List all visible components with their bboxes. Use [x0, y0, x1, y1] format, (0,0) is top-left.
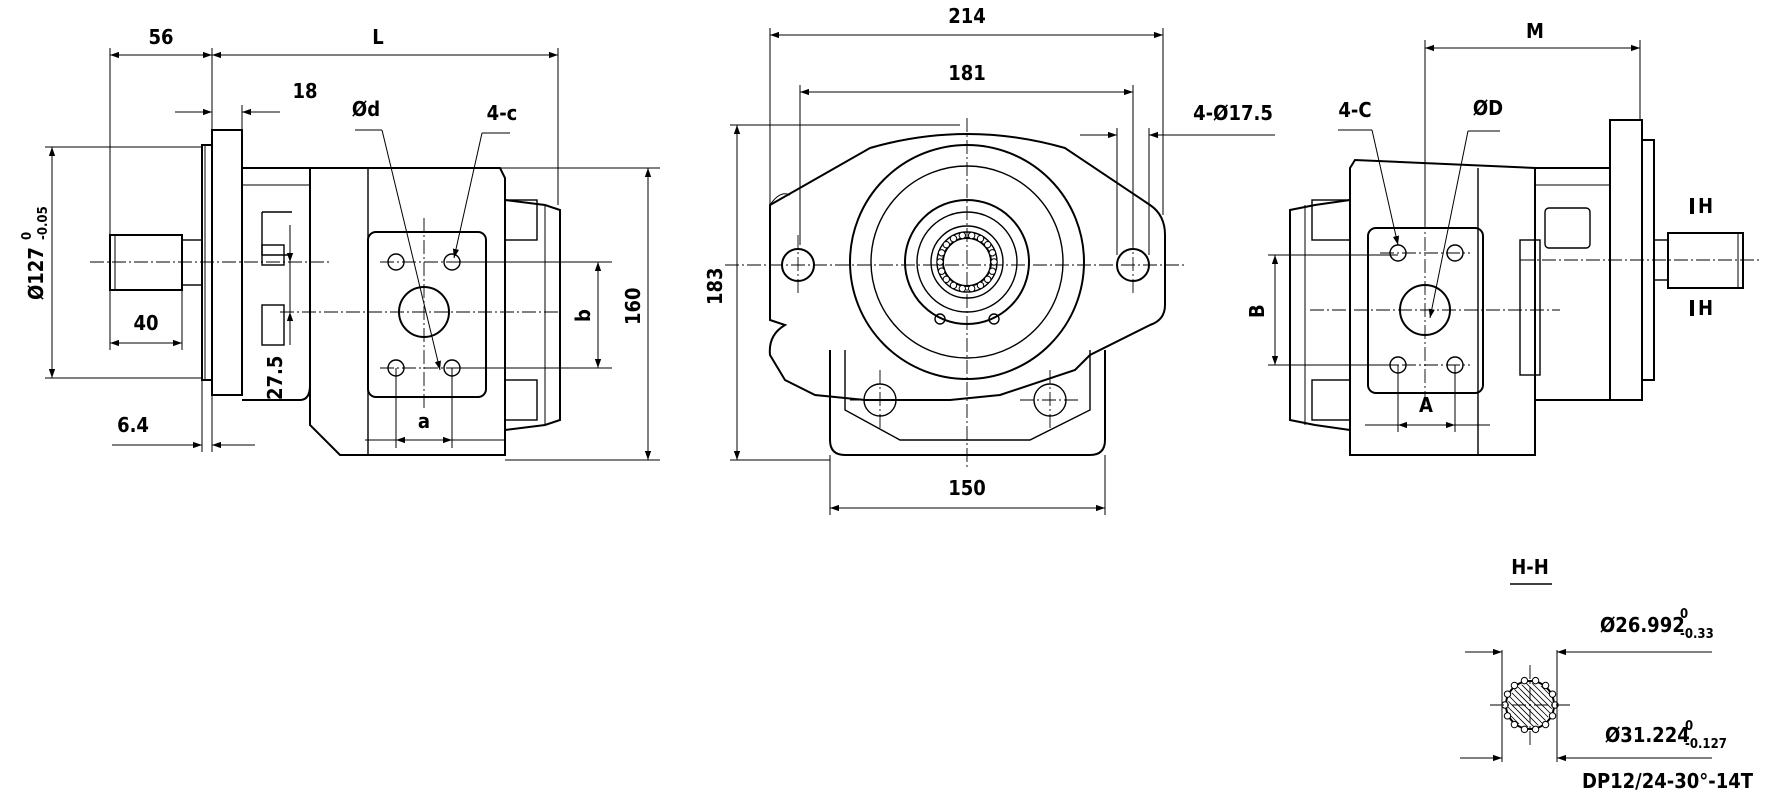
spline-tooth [983, 275, 992, 284]
dim-181: 181 [948, 61, 986, 85]
svg-text:0: 0 [20, 232, 35, 240]
spline-tooth [990, 258, 998, 266]
spline-tooth [1548, 690, 1557, 698]
spline-tooth [976, 234, 985, 243]
spline-tooth [988, 267, 997, 275]
section-spline-teeth [1501, 676, 1559, 734]
spline-tooth [1520, 725, 1529, 734]
dim-40: 40 [133, 311, 158, 335]
hatch-line [1521, 684, 1551, 714]
hatch-line [1517, 686, 1549, 718]
dim-6-4: 6.4 [117, 413, 149, 437]
dim-L: L [372, 25, 383, 49]
dim-B: B [1245, 304, 1269, 318]
hatch-line [1508, 701, 1534, 727]
hatch-line [1511, 692, 1543, 724]
dim-holes-17-5: 4-Ø17.5 [1193, 101, 1273, 125]
dim-major-dia: Ø26.992 0 -0.33 [1600, 607, 1714, 642]
front-spline-teeth [936, 231, 998, 293]
dim-27-5: 27.5 [263, 356, 287, 400]
spline-tooth [1510, 681, 1519, 690]
spline-tooth [1520, 676, 1529, 685]
label-port-D: ØD [1473, 96, 1503, 120]
spline-tooth [1503, 712, 1512, 720]
spline-tooth [937, 267, 946, 275]
hatch-line [1526, 683, 1552, 709]
spline-tooth [949, 234, 958, 243]
dim-minor-dia: Ø31.224 0 -0.127 [1605, 719, 1727, 752]
hatch-line [1507, 706, 1529, 728]
hatch-line [1510, 715, 1520, 725]
spline-tooth [937, 249, 946, 257]
svg-text:Ø26.992: Ø26.992 [1600, 613, 1685, 637]
spline-tooth [958, 231, 967, 240]
label-port-dia: Ød [352, 97, 380, 121]
dim-160: 160 [621, 287, 645, 325]
svg-text:-0.127: -0.127 [1685, 737, 1727, 752]
spline-tooth [1531, 676, 1540, 685]
dim-A: A [1419, 393, 1433, 417]
hatch-line [1531, 682, 1553, 704]
left-side-view: 56 L 18 Ø127 0 -0.05 40 6.4 27.5 [20, 25, 660, 461]
spline-tooth [942, 275, 951, 284]
spline-tooth [983, 240, 992, 249]
dim-b: b [571, 309, 595, 322]
dim-56: 56 [148, 25, 173, 49]
dim-183: 183 [703, 267, 727, 305]
spline-tooth [1541, 720, 1550, 729]
section-h-h: H-H Ø26.992 0 -0.33 Ø31.224 0 -0.127 DP1… [1460, 555, 1754, 793]
section-title: H-H [1511, 555, 1549, 579]
section-mark-top: H [1698, 194, 1713, 218]
svg-text:0: 0 [1685, 719, 1693, 734]
spline-tooth [936, 258, 944, 266]
spline-spec: DP12/24-30°-14T [1582, 769, 1754, 793]
dim-18: 18 [292, 79, 317, 103]
hatch-line [1540, 685, 1550, 695]
spline-tooth [1503, 690, 1512, 698]
right-side-view: M B A 4-C ØD H H [1245, 19, 1760, 456]
spline-tooth [1548, 712, 1557, 720]
spline-tooth [1541, 681, 1550, 690]
spline-tooth [967, 284, 976, 293]
spline-tooth [967, 231, 976, 240]
spline-tooth [949, 281, 958, 290]
spline-tooth [988, 249, 997, 257]
label-bolts-c: 4-c [487, 101, 518, 125]
svg-text:-0.05: -0.05 [36, 206, 51, 240]
dim-150: 150 [948, 476, 986, 500]
svg-text:0: 0 [1680, 607, 1688, 622]
spline-tooth [976, 281, 985, 290]
svg-text:Ø31.224: Ø31.224 [1605, 723, 1690, 747]
svg-text:-0.33: -0.33 [1680, 627, 1714, 642]
spline-tooth [1531, 725, 1540, 734]
spline-tooth [958, 284, 967, 293]
label-bolts-C: 4-C [1338, 98, 1371, 122]
spline-tooth [1510, 720, 1519, 729]
dim-M: M [1526, 19, 1544, 43]
dim-214: 214 [948, 4, 986, 28]
dim-a: a [418, 409, 430, 433]
dim-dia-127: Ø127 0 -0.05 [20, 206, 51, 300]
spline-tooth [942, 240, 951, 249]
front-view: 214 181 183 150 4-Ø17.5 [703, 4, 1275, 515]
section-mark-bottom: H [1698, 296, 1713, 320]
svg-text:Ø127: Ø127 [24, 247, 48, 300]
hatch-line [1509, 696, 1539, 726]
